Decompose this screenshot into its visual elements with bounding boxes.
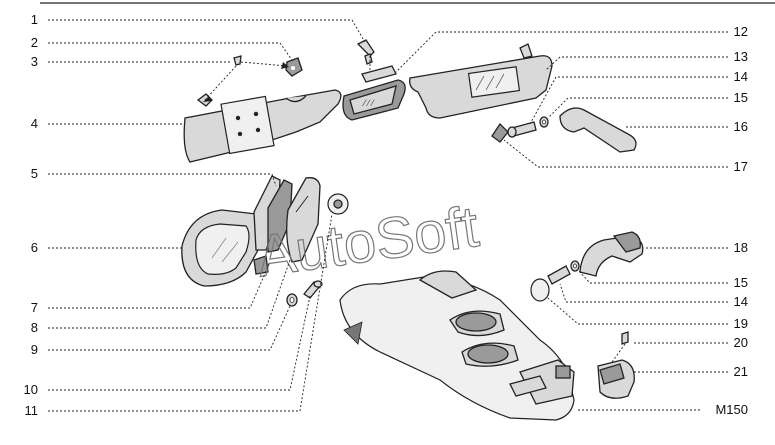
mirror-trim-panel (286, 177, 321, 263)
centre-console (339, 270, 575, 421)
callout-right-4: 15 (734, 90, 748, 105)
callouts-left: 1 2 3 4 5 6 7 8 9 10 11 (24, 12, 38, 418)
callout-left-4: 4 (31, 116, 38, 131)
mirror-adjust-knob (327, 193, 349, 215)
callout-left-3: 3 (31, 54, 38, 69)
callout-right-13: M150 (715, 402, 748, 417)
callout-right-3: 14 (734, 69, 748, 84)
callout-left-8: 8 (31, 320, 38, 335)
callout-left-11: 11 (25, 403, 39, 418)
assembly-line (240, 61, 288, 67)
callout-left-6: 6 (31, 240, 38, 255)
lower-handle-bolt (547, 265, 571, 285)
lower-handle-cap (530, 278, 550, 302)
callout-left-5: 5 (31, 166, 38, 181)
exterior-mirror (181, 209, 263, 287)
left-sun-visor (183, 89, 342, 163)
upper-handle-washer (539, 116, 549, 128)
cover-screw (621, 331, 629, 345)
arrow-head (203, 96, 212, 102)
left-visor-screw (233, 55, 242, 66)
callout-right-11: 20 (734, 335, 748, 350)
svg-text:⁄ ⁄ ⁄: ⁄ ⁄ ⁄ (362, 98, 375, 108)
callout-right-12: 21 (734, 364, 748, 379)
callout-right-8: 15 (734, 275, 748, 290)
callout-right-9: 14 (734, 294, 748, 309)
callout-right-7: 18 (734, 240, 748, 255)
callout-left-7: 7 (31, 300, 38, 315)
cover-cap (597, 359, 635, 399)
callout-right-2: 13 (734, 49, 748, 64)
callout-left-9: 9 (31, 342, 38, 357)
callout-left-10: 10 (24, 382, 38, 397)
mirror-washer (286, 293, 298, 307)
mirror-screws (356, 39, 375, 65)
upper-handle-bolt (507, 121, 537, 138)
assembly-line (204, 65, 237, 101)
mirror-bracket (253, 255, 269, 275)
callout-right-6: 17 (734, 159, 748, 174)
lower-grab-handle (579, 231, 644, 277)
arrow-head (281, 62, 289, 69)
left-visor-clip (285, 57, 303, 77)
upper-grab-handle (559, 107, 637, 153)
leader-lines (48, 19, 728, 412)
lower-handle-washer (570, 260, 580, 272)
rear-view-mirror: ⁄ ⁄ ⁄ (342, 65, 406, 121)
callout-right-10: 19 (734, 316, 748, 331)
upper-handle-cap (491, 122, 509, 143)
callout-right-5: 16 (734, 119, 748, 134)
assembly-line (611, 343, 626, 363)
right-sun-visor (409, 43, 553, 119)
callout-left-2: 2 (31, 35, 38, 50)
mirror-bolt (303, 280, 323, 299)
callout-left-1: 1 (31, 12, 38, 27)
callout-right-1: 12 (734, 24, 748, 39)
